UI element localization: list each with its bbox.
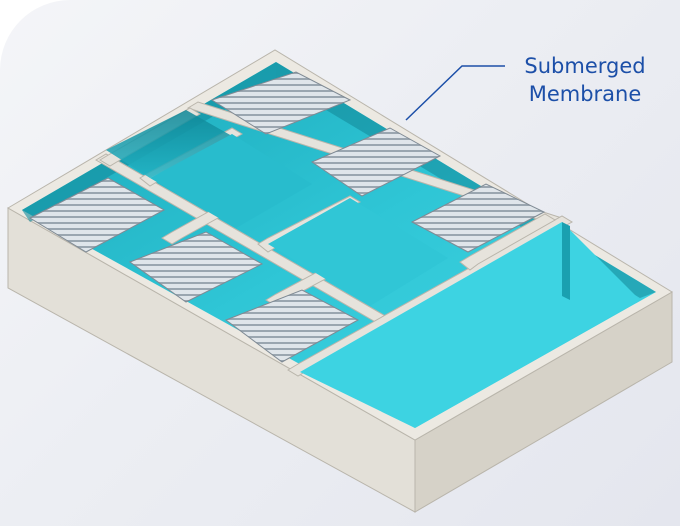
chamber-center-left	[150, 134, 312, 228]
open-chambers	[106, 110, 640, 428]
callout-leader-line	[405, 65, 505, 121]
callout-label-line-2: Membrane	[528, 82, 642, 106]
membrane-module-6	[224, 289, 360, 363]
membrane-module-1	[210, 71, 352, 135]
membrane-module-2	[310, 127, 442, 197]
chamber-center	[268, 198, 448, 306]
membrane-module-3	[410, 183, 546, 253]
chamber-upper-left	[106, 110, 232, 178]
membrane-module-5	[128, 231, 264, 303]
membrane-module-4	[28, 177, 166, 253]
callout-label-line-1: Submerged	[524, 54, 646, 78]
callout-label: Submerged Membrane	[500, 52, 670, 108]
membrane-modules	[28, 71, 546, 363]
chamber-large-wall	[562, 222, 570, 300]
chamber-large	[300, 222, 640, 428]
